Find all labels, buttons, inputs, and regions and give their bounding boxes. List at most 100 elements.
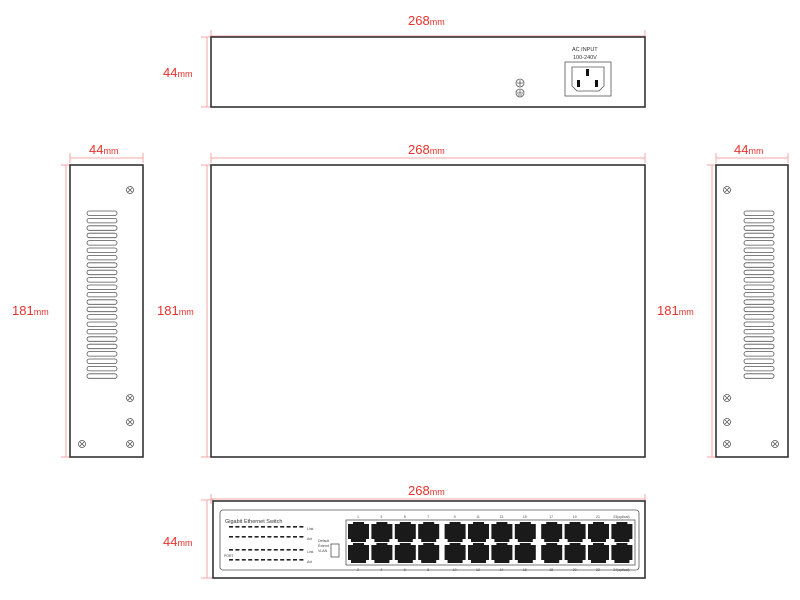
led <box>241 549 246 551</box>
led-label-act-2: Act <box>307 560 312 564</box>
vent-slot <box>86 217 118 224</box>
vent-slot <box>743 262 775 268</box>
vent-slot <box>86 336 118 342</box>
rj45-port[interactable] <box>588 522 609 542</box>
bottom-port-label: 20 <box>573 568 577 572</box>
top-port-label: 3 <box>380 515 382 519</box>
led <box>235 549 240 551</box>
mode-switch[interactable]: Default Extend VLAN <box>318 539 340 558</box>
rj45-port[interactable] <box>371 522 393 542</box>
top-port-label: 21 <box>596 515 600 519</box>
vent-slot <box>86 254 118 261</box>
rj45-port[interactable] <box>514 543 536 563</box>
top-port-label: 1 <box>357 515 359 519</box>
bottom-port-label: 22 <box>596 568 600 572</box>
rj45-port[interactable] <box>418 543 440 563</box>
vent-slot <box>86 225 118 231</box>
rj45-port[interactable] <box>491 522 513 542</box>
rj45-port[interactable] <box>564 543 586 563</box>
led <box>286 549 291 551</box>
rj45-port[interactable] <box>611 543 633 563</box>
vent-slot <box>86 291 118 298</box>
top-port-label: 15 <box>523 515 527 519</box>
ground-screw-icon <box>515 78 525 98</box>
led <box>235 526 240 528</box>
left-side-width-label: 44mm <box>89 142 118 157</box>
top-height-label: 181mm <box>157 303 194 318</box>
switch-label-vlan: VLAN <box>318 549 328 553</box>
ethernet-ports: 1234567891011121314151617181920212223(op… <box>348 515 633 572</box>
front-panel-title: Gigabit Ethernet Switch <box>225 519 282 525</box>
led <box>280 526 285 528</box>
led <box>299 526 304 528</box>
led <box>248 549 253 551</box>
led <box>293 526 297 528</box>
screw-icon <box>126 418 134 426</box>
front-width-label: 268mm <box>408 483 445 498</box>
top-port-label: 23(optical) <box>613 515 629 519</box>
rj45-port[interactable] <box>371 543 393 563</box>
left-vent-slots <box>86 210 118 379</box>
rj45-port[interactable] <box>491 543 513 563</box>
led <box>241 526 246 528</box>
screw-icon <box>78 440 86 448</box>
rj45-port[interactable] <box>564 522 586 542</box>
power-label-line1: AC INPUT <box>572 47 598 53</box>
led <box>273 536 278 538</box>
led <box>286 526 291 528</box>
rj45-port[interactable] <box>444 522 466 542</box>
rj45-port[interactable] <box>541 522 563 542</box>
vent-slot <box>86 351 118 357</box>
led <box>261 559 265 561</box>
bottom-port-label: 14 <box>499 568 503 572</box>
top-port-label: 9 <box>454 515 456 519</box>
rj45-port[interactable] <box>588 543 609 563</box>
vent-slot <box>743 247 775 253</box>
port-heading: PORT <box>224 554 235 558</box>
power-label-line2: 100-240V <box>573 55 597 61</box>
rj45-port[interactable] <box>394 522 416 542</box>
vent-slot <box>743 284 775 290</box>
bottom-port-label: 6 <box>404 568 406 572</box>
switch-label-default: Default <box>318 539 329 543</box>
front-view: 268mm 44mm Gigabit Ethernet Switch Link … <box>163 483 646 579</box>
rj45-port[interactable] <box>394 543 416 563</box>
rj45-port[interactable] <box>468 543 489 563</box>
vent-slot <box>743 306 775 313</box>
led <box>261 536 265 538</box>
vent-slot <box>86 247 118 253</box>
top-panel-outline <box>210 164 646 458</box>
rj45-port[interactable] <box>611 522 633 542</box>
led <box>299 549 304 551</box>
led <box>248 559 253 561</box>
vent-slot <box>743 210 775 216</box>
led <box>299 536 304 538</box>
rj45-port[interactable] <box>418 522 440 542</box>
rj45-port[interactable] <box>348 522 369 542</box>
rj45-port[interactable] <box>468 522 489 542</box>
vent-slot <box>743 314 775 320</box>
rj45-port[interactable] <box>514 522 536 542</box>
vent-slot <box>86 306 118 313</box>
front-height-label: 44mm <box>163 534 192 549</box>
left-side-view: 44mm 181mm <box>12 142 144 458</box>
bottom-port-label: 4 <box>380 568 382 572</box>
led-label-link-1: Link <box>307 527 314 531</box>
led <box>299 559 304 561</box>
vent-slot <box>86 299 118 305</box>
led <box>241 536 246 538</box>
rj45-port[interactable] <box>348 543 369 563</box>
vent-slot <box>86 277 118 283</box>
top-port-label: 19 <box>573 515 577 519</box>
led <box>229 536 233 538</box>
led <box>261 549 265 551</box>
led <box>248 536 253 538</box>
rj45-port[interactable] <box>541 543 563 563</box>
top-port-label: 13 <box>499 515 503 519</box>
vent-slot <box>743 358 775 364</box>
rj45-port[interactable] <box>444 543 466 563</box>
vent-slot <box>743 291 775 298</box>
vent-slot <box>86 314 118 320</box>
vent-slot <box>743 240 775 246</box>
